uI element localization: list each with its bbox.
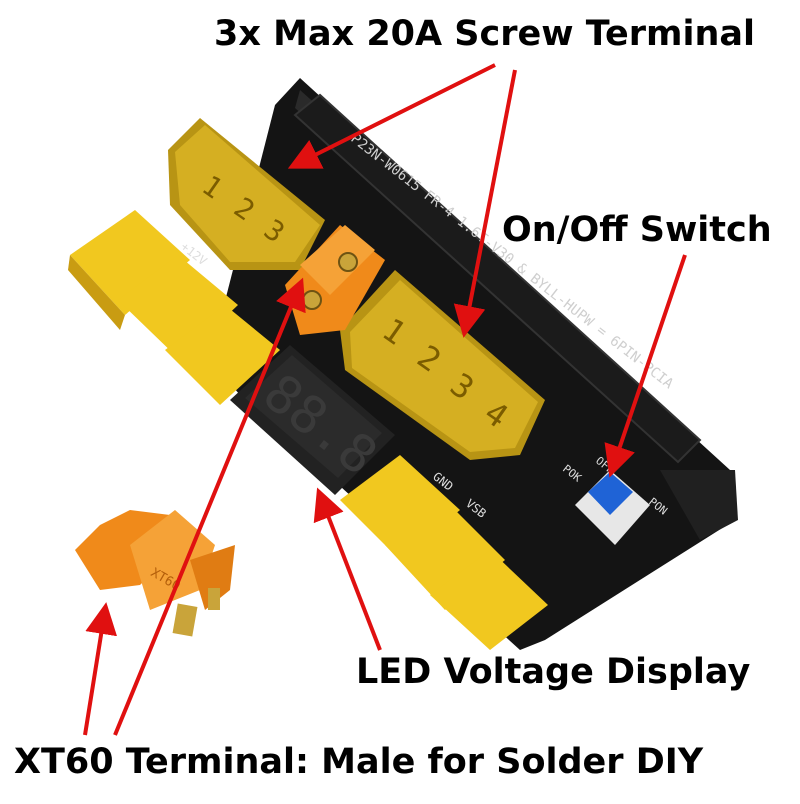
arrow-switch — [604, 254, 687, 478]
switch-label: On/Off Switch — [502, 210, 772, 250]
arrow-xt60-board — [113, 277, 306, 736]
screw-terminal-label: 3x Max 20A Screw Terminal — [214, 14, 755, 54]
arrow-led — [313, 487, 382, 651]
xt60-loose-connector: XT60 — [75, 510, 235, 637]
screw-terminal-4: 1 2 3 4 — [340, 270, 545, 460]
pin-header — [293, 93, 702, 464]
callout-arrows — [83, 63, 687, 736]
xt60-connector-row-top — [68, 210, 280, 405]
arrow-screw-2 — [453, 69, 517, 338]
arrow-xt60-loose — [83, 602, 118, 736]
xt60-terminal-label: XT60 Terminal: Male for Solder DIY — [14, 742, 704, 782]
arrow-screw-1 — [287, 63, 496, 169]
xt60-board-connector — [285, 225, 385, 335]
led-display-label: LED Voltage Display — [356, 652, 751, 692]
xt60-connector-row-bottom — [340, 455, 548, 650]
screw-terminal-3: 1 2 3 — [168, 118, 325, 270]
